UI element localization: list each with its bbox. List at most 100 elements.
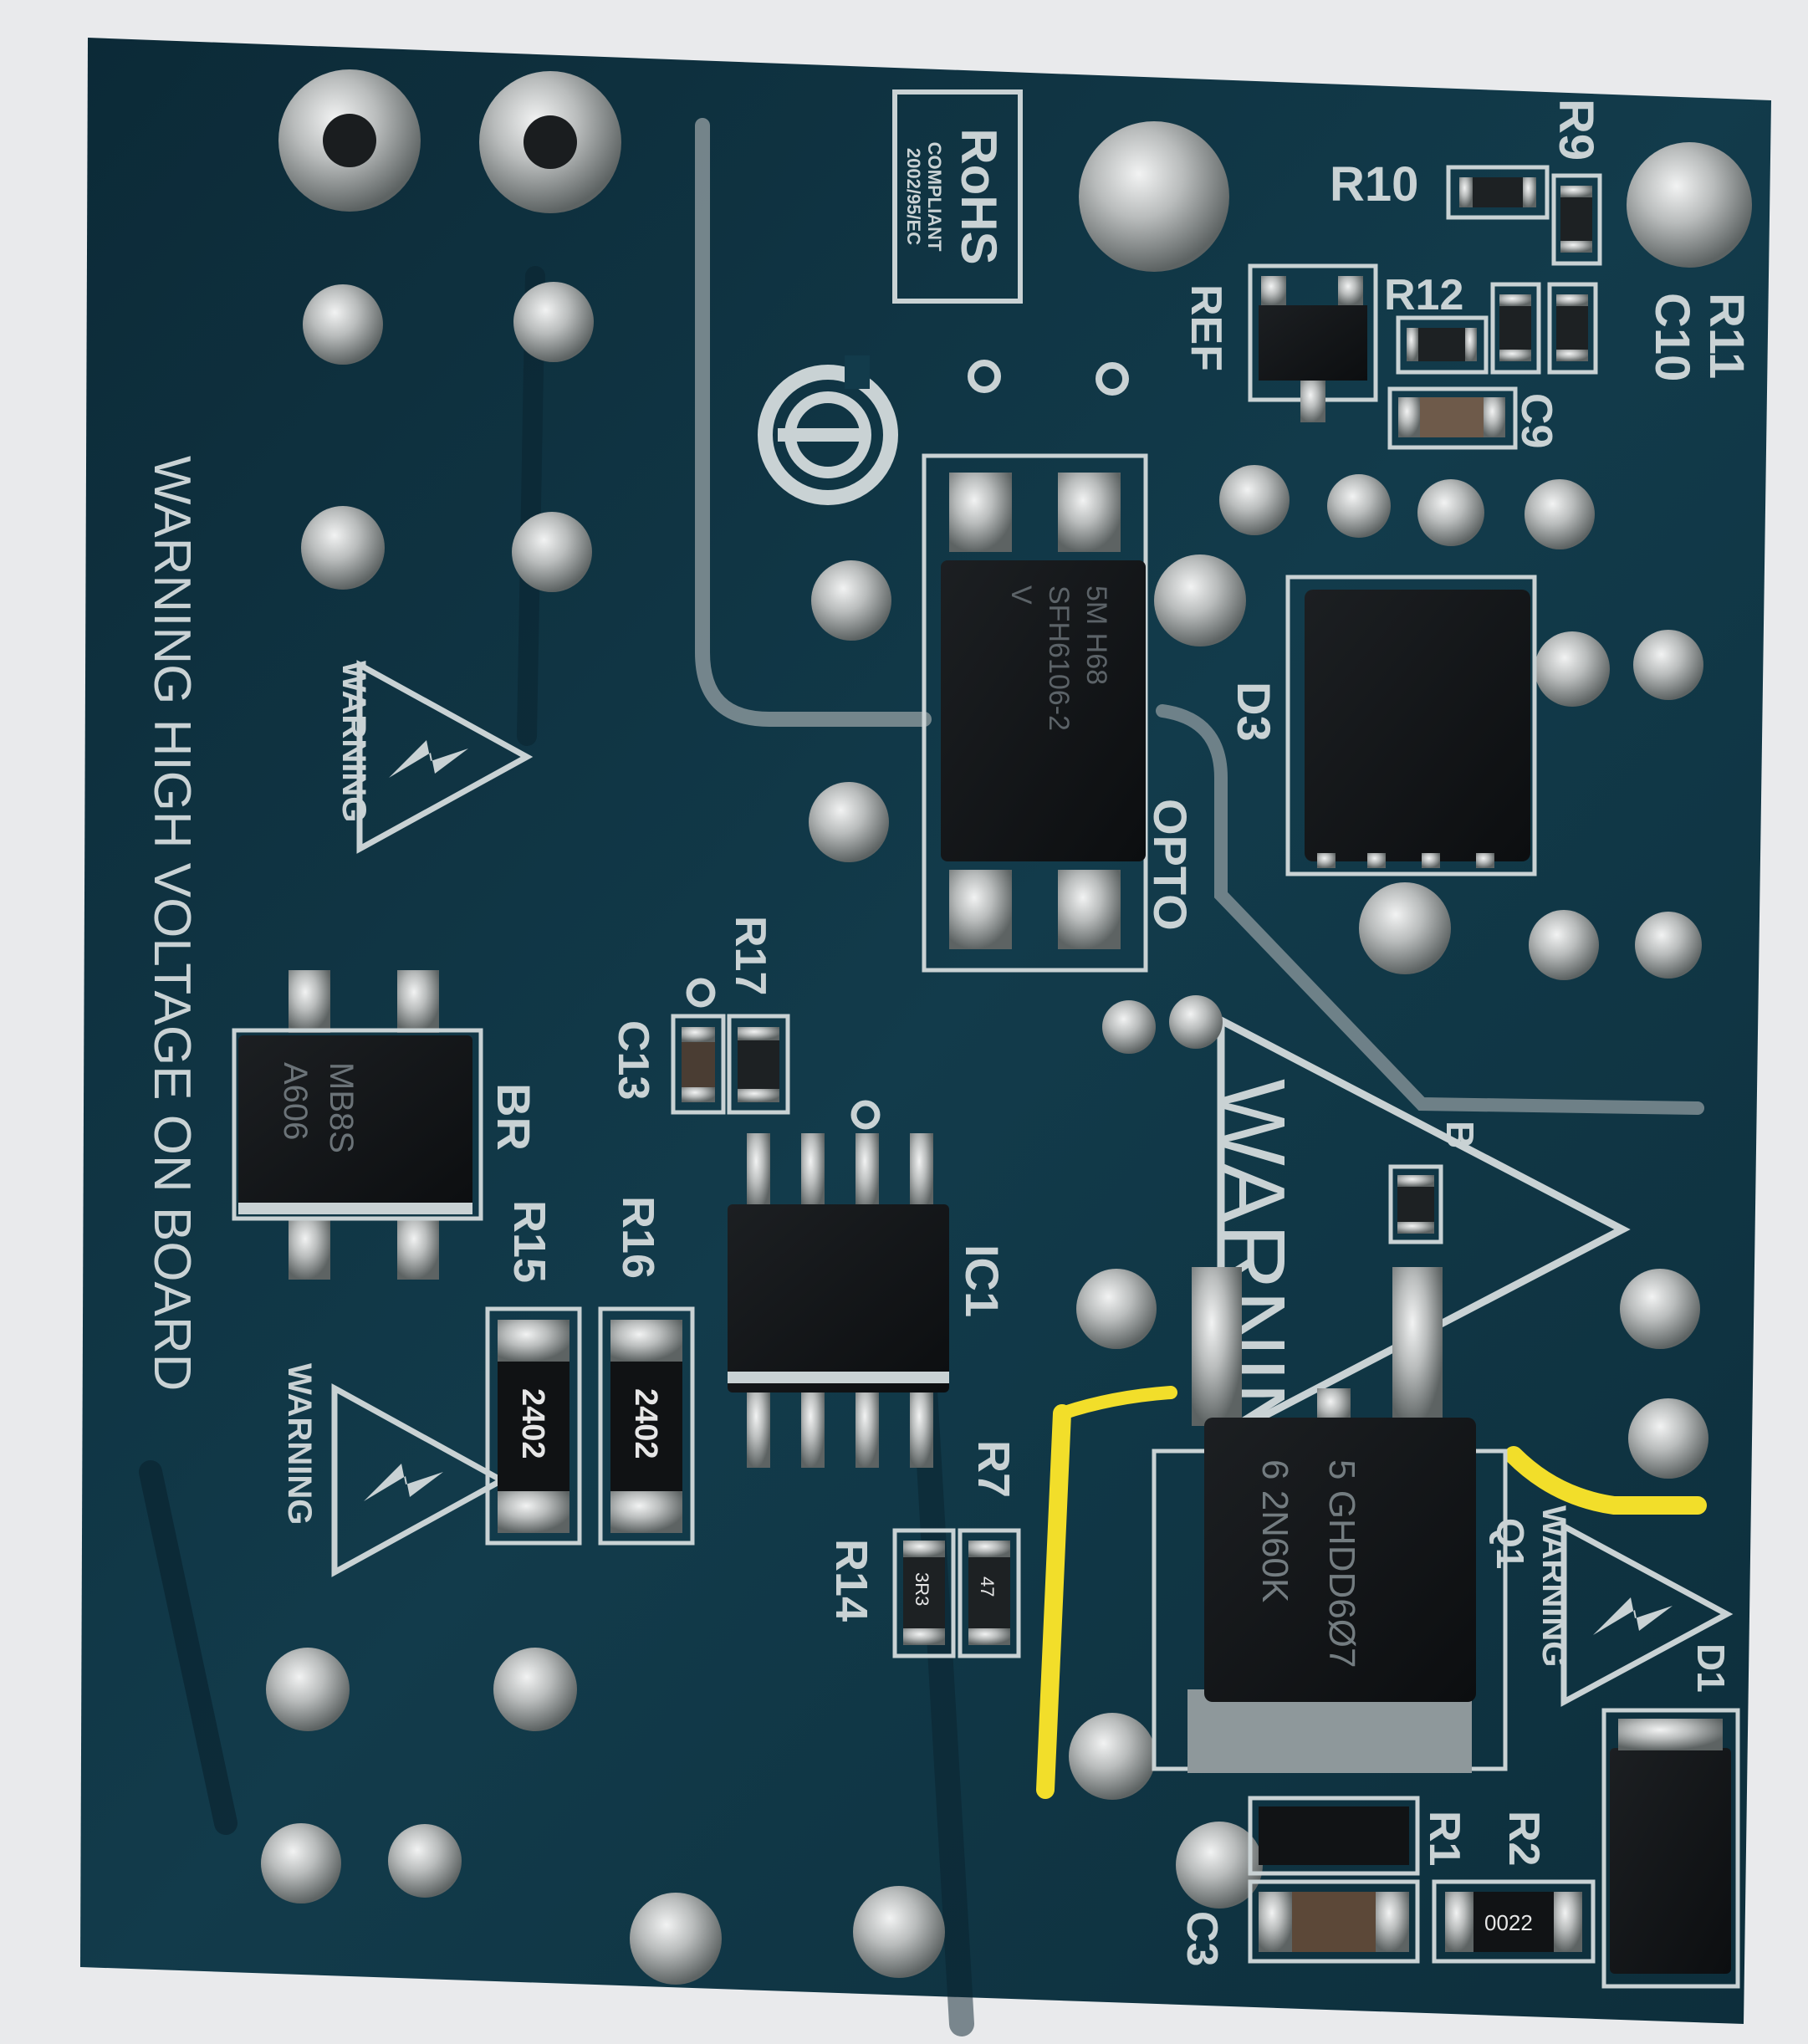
label-q1: Q1 [1489,1518,1532,1569]
reference-designators: R10 R9 R11 C10 R12 REF C9 D3 OPTO R17 C1… [488,99,1754,1966]
solder-joint [303,284,383,365]
via [968,360,1001,393]
r15-resistor: 2402 [485,1306,582,1546]
label-c3: C3 [1177,1911,1226,1966]
svg-text:RoHS: RoHS [951,128,1007,264]
r10-resistor [1446,165,1550,220]
label-r7: R7 [968,1440,1019,1498]
label-r9: R9 [1549,99,1603,161]
solder-joint [301,506,385,590]
label-r12: R12 [1384,271,1463,319]
bridge-marking-1: A606 [277,1062,314,1140]
c9-capacitor [1387,386,1518,450]
r11-resistor-b [1547,282,1598,375]
via [850,1100,881,1130]
solder-joint [1529,910,1599,980]
label-c10: C10 [1645,293,1699,381]
solder-joint [1359,882,1451,974]
warning-triangle-2 [331,1383,508,1577]
solder-joint [1176,1822,1263,1909]
label-r14: R14 [826,1539,876,1622]
label-r16: R16 [613,1196,663,1279]
label-r1: R1 [1420,1811,1468,1866]
svg-text:2002/95/EC: 2002/95/EC [903,148,924,245]
mosfet-marking-2: 5 GHDD6Ø7 [1321,1459,1362,1668]
ic1-chip [728,1133,949,1468]
r7-code: 47 [977,1576,998,1597]
label-r17: R17 [726,916,774,995]
q1-mosfet: 6 2N60K 5 GHDD6Ø7 [1152,1267,1508,1773]
label-b: B [1438,1121,1482,1148]
solder-joint [1535,631,1610,707]
label-d1: D1 [1689,1643,1733,1693]
label-c9: C9 [1512,393,1560,448]
solder-joint [493,1648,577,1731]
r1-resistor [1248,1796,1420,1876]
warning-label-1: WARNING [335,661,372,822]
warning-label-3: WARNING [1535,1505,1572,1667]
r16-resistor: 2402 [598,1306,695,1546]
mosfet-marking-1: 6 2N60K [1254,1459,1295,1602]
d3-chip [1285,575,1537,876]
mounting-hole [479,71,621,213]
solder-joint [1635,912,1702,979]
svg-text:COMPLIANT: COMPLIANT [924,142,945,252]
warning-triangle-1 [356,660,534,854]
solder-joint [1154,554,1246,646]
label-ref: REF [1182,284,1230,371]
solder-joint [1102,1000,1156,1054]
via [1096,362,1129,396]
r7-resistor [958,1528,1021,1658]
b-part [1388,1164,1443,1244]
solder-joints [261,69,1752,1985]
solder-joint [1169,995,1223,1049]
solder-joint [1327,474,1391,538]
r15-code: 2402 [515,1388,550,1459]
label-opto: OPTO [1144,799,1197,931]
label-ic1: IC1 [956,1244,1009,1317]
warning-label-2: WARNING [281,1363,318,1525]
label-r15: R15 [504,1200,554,1283]
r16-code: 2402 [628,1388,663,1459]
c3-capacitor [1248,1879,1420,1964]
label-c13: C13 [609,1020,657,1100]
rohs-logo: RoHS COMPLIANT 2002/95/EC [892,89,1023,304]
r11-resistor-a [1490,282,1541,375]
opto-marking-3: V [1005,585,1037,605]
solder-joint [1219,465,1290,535]
solder-joint [1628,1398,1708,1479]
label-r2: R2 [1499,1811,1548,1866]
banner-text: WARNING HIGH VOLTAGE ON BOARD [143,456,201,1391]
solder-joint [811,560,891,641]
solder-joint [1627,142,1752,268]
r9-resistor [1551,173,1602,266]
solder-joint [513,282,594,362]
warning-triangle-3 [1560,1521,1734,1707]
r14-code: 3R3 [912,1572,932,1606]
solder-joint [266,1648,350,1731]
label-d3: D3 [1228,682,1280,742]
c13-capacitor [671,1014,726,1115]
r2-code: 0022 [1484,1910,1533,1935]
solder-joint [1620,1269,1700,1349]
bridge-rectifier: A606 MB8S [232,970,483,1280]
opto-marking-2: SFH6106-2 [1043,585,1075,731]
solder-joint [1633,630,1703,700]
bridge-marking-2: MB8S [323,1062,360,1153]
label-br: BR [488,1083,540,1151]
ref-regulator [1248,263,1378,422]
solder-joint [261,1823,341,1903]
solder-joint [853,1886,945,1978]
solder-joint [1417,479,1484,546]
e-mark-logo [758,355,898,505]
r17-resistor [727,1014,790,1115]
via [686,978,716,1008]
solder-joint [1069,1713,1156,1800]
label-r10: R10 [1330,157,1418,212]
solder-joint [809,782,889,862]
opto-marking-1: 5M H68 [1080,585,1112,685]
label-r11: R11 [1699,293,1754,379]
opto-coupler: 5M H68 SFH6106-2 V [922,453,1148,973]
r12-resistor [1396,315,1489,375]
